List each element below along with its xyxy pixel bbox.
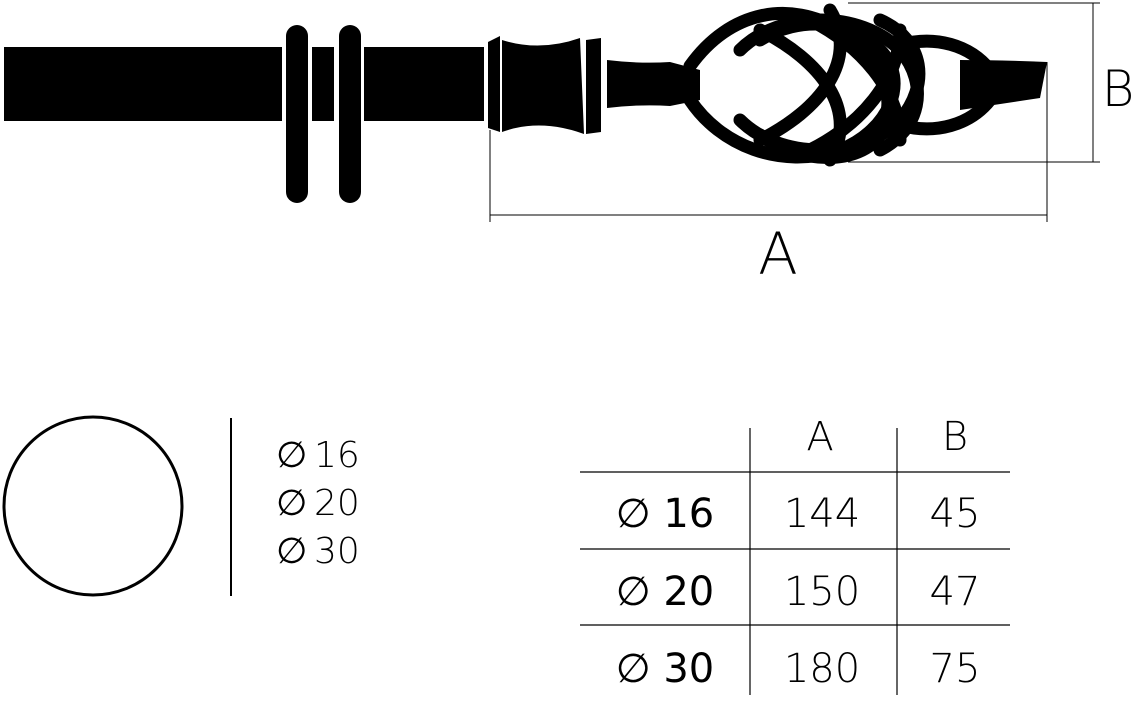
table-header-a: A [806, 414, 834, 460]
finial-stem [607, 60, 700, 108]
diameter-icon: ∅ [276, 531, 308, 572]
dimension-label-b: B [1102, 60, 1135, 118]
diameter-option: ∅16 [276, 432, 360, 480]
table-header-b: B [941, 414, 969, 460]
diameter-value: 30 [314, 531, 360, 572]
table-cell-a: 180 [783, 646, 861, 692]
diameter-value: 20 [314, 483, 360, 524]
table-row-diameter: ∅ 20 [615, 569, 715, 615]
table-cell-a: 144 [783, 491, 861, 537]
cage-finial [683, 3, 997, 167]
table-row-diameter: ∅ 16 [615, 491, 715, 537]
table-cell-a: 150 [783, 569, 861, 615]
rod-cross-section [2, 415, 184, 597]
curtain-rod [4, 47, 484, 121]
diameter-icon: ∅ [276, 435, 308, 476]
diameter-option: ∅30 [276, 528, 360, 576]
dimension-lines [489, 2, 1100, 222]
diameter-icon: ∅ [276, 483, 308, 524]
diameter-option: ∅20 [276, 480, 360, 528]
finial-collar [488, 36, 601, 134]
diameter-options-list: ∅16 ∅20 ∅30 [276, 432, 360, 576]
table-cell-b: 45 [929, 491, 981, 537]
curtain-ring [286, 25, 308, 203]
size-table-grid [580, 428, 1010, 695]
curtain-ring [339, 25, 361, 203]
finial-tip [960, 60, 1047, 110]
dimension-label-a: A [758, 220, 798, 288]
table-cell-b: 75 [929, 646, 981, 692]
diameter-value: 16 [314, 435, 360, 476]
table-row-diameter: ∅ 30 [615, 646, 715, 692]
table-cell-b: 47 [929, 569, 981, 615]
